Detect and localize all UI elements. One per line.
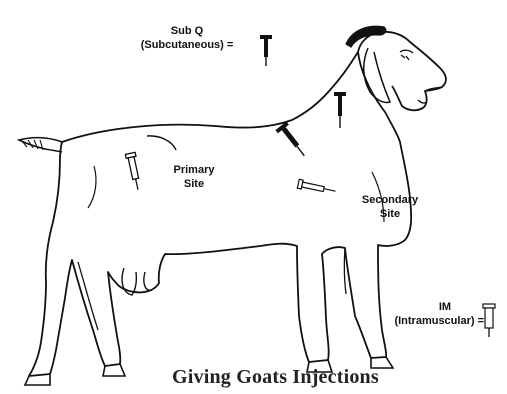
goat-head	[358, 32, 446, 110]
goat-eye	[400, 50, 413, 60]
syringe-primary-site	[125, 152, 142, 190]
syringe-secondary-site	[297, 179, 336, 196]
im-label-line1: IM	[366, 300, 484, 314]
im-label-line2: (Intramuscular) =	[366, 314, 484, 328]
syringe-subq-neck	[275, 122, 309, 161]
primary-site-line2: Site	[164, 177, 224, 191]
goat-rear-leg-inner	[78, 262, 98, 330]
syringe-subq-back	[334, 92, 346, 128]
subq-label: Sub Q (Subcutaneous) =	[116, 24, 258, 52]
subq-label-line1: Sub Q	[116, 24, 258, 38]
secondary-site-line2: Site	[350, 207, 430, 221]
goat-horn	[346, 26, 386, 47]
secondary-site-label: Secondary Site	[350, 193, 430, 221]
syringe-upright-icon	[483, 304, 495, 337]
goat-hip-contour	[147, 136, 176, 150]
goat-ear	[364, 48, 390, 103]
goat-haunch-contour	[88, 166, 96, 208]
subq-label-line2: (Subcutaneous) =	[116, 38, 258, 52]
primary-site-line1: Primary	[164, 163, 224, 177]
im-label: IM (Intramuscular) =	[366, 300, 484, 328]
primary-site-label: Primary Site	[164, 163, 224, 191]
secondary-site-line1: Secondary	[350, 193, 430, 207]
diagram-caption: Giving Goats Injections	[172, 366, 379, 389]
syringe-upright-icon	[260, 35, 272, 66]
